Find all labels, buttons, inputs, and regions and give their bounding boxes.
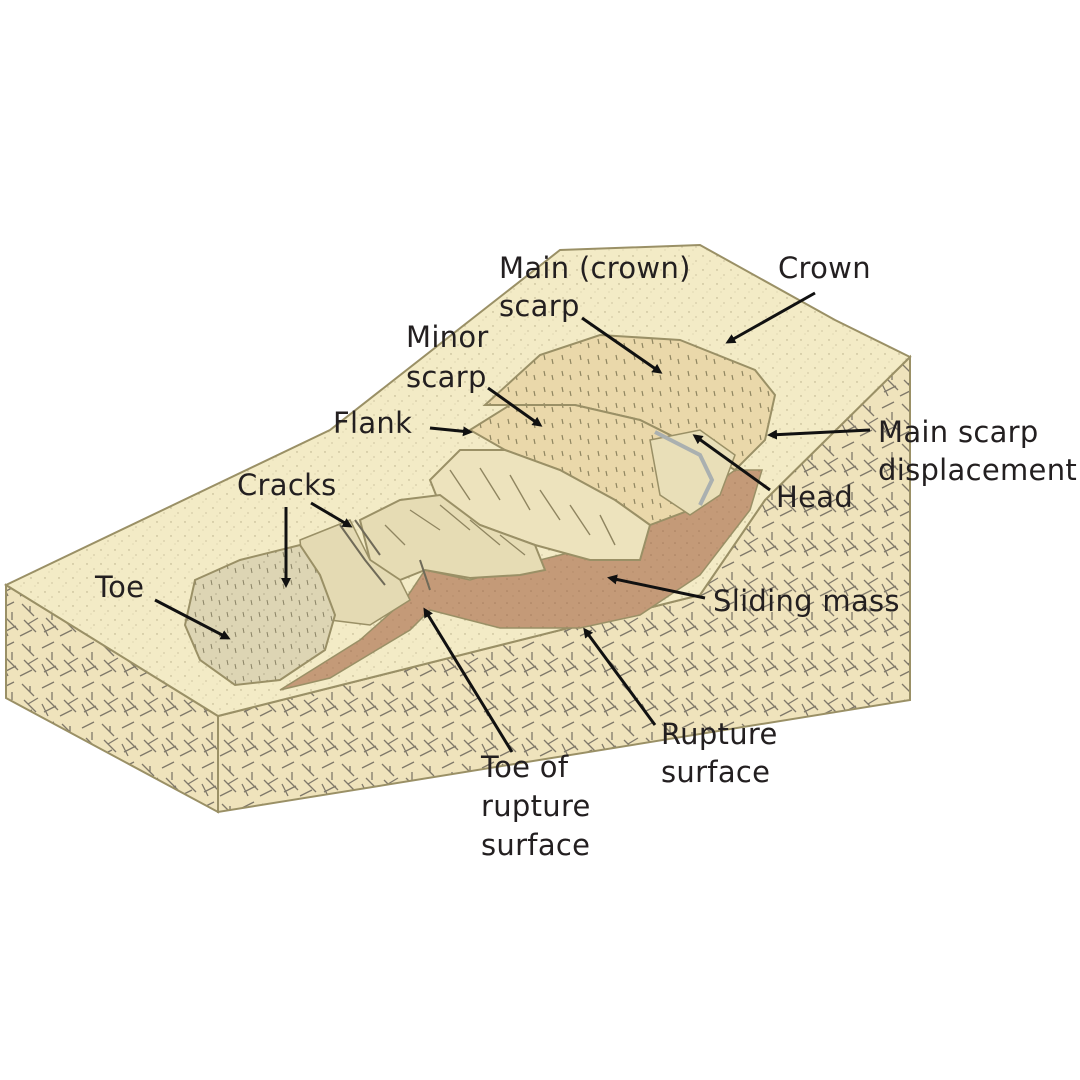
arrow-toe: [154, 598, 231, 640]
arrow-head: [692, 434, 771, 492]
label-cracks: Cracks: [237, 468, 337, 502]
svg-text:scarp: scarp: [406, 360, 487, 394]
svg-text:Main (crown): Main (crown): [499, 251, 691, 285]
arrow-crown: [725, 291, 816, 344]
arrow-sliding-mass: [607, 574, 706, 600]
svg-text:Minor: Minor: [406, 320, 489, 354]
label-head: Head: [776, 480, 853, 514]
svg-text:surface: surface: [661, 755, 770, 789]
label-rupture-surface: Rupture surface: [661, 717, 778, 789]
label-minor-scarp: Minor scarp: [406, 320, 489, 394]
toe-lobe: [183, 543, 337, 687]
label-main-scarp-displacement: Main scarp displacement: [878, 415, 1077, 487]
arrow-cracks-right: [310, 501, 353, 528]
svg-text:surface: surface: [481, 828, 590, 862]
svg-text:Head: Head: [776, 480, 853, 514]
svg-text:Rupture: Rupture: [661, 717, 778, 751]
arrow-main-scarp-displacement: [767, 428, 871, 440]
svg-text:Crown: Crown: [778, 251, 871, 285]
label-crown: Crown: [778, 251, 871, 285]
middle-block-texture: [384, 504, 526, 556]
svg-text:Main scarp: Main scarp: [878, 415, 1039, 449]
arrow-flank: [429, 426, 473, 437]
svg-text:scarp: scarp: [499, 289, 580, 323]
crack-lines: [339, 519, 431, 591]
label-sliding-mass: Sliding mass: [713, 584, 900, 618]
label-toe-of-rupture-surface: Toe of rupture surface: [480, 750, 591, 862]
svg-text:Flank: Flank: [333, 406, 412, 440]
arrow-minor-scarp: [487, 386, 543, 427]
arrow-toe-of-rupture-surface: [423, 607, 514, 753]
svg-text:rupture: rupture: [481, 789, 591, 823]
label-toe: Toe: [94, 570, 144, 604]
arrow-rupture-surface: [583, 627, 657, 726]
svg-text:Cracks: Cracks: [237, 468, 337, 502]
slump-block-texture: [449, 467, 616, 546]
svg-text:Sliding mass: Sliding mass: [713, 584, 900, 618]
svg-text:Toe of: Toe of: [480, 750, 569, 784]
arrow-main-crown-scarp: [581, 316, 663, 374]
label-flank: Flank: [333, 406, 412, 440]
head-crack: [654, 430, 715, 506]
label-main-crown-scarp: Main (crown) scarp: [499, 251, 691, 323]
svg-text:displacement: displacement: [878, 453, 1077, 487]
svg-text:Toe: Toe: [94, 570, 144, 604]
